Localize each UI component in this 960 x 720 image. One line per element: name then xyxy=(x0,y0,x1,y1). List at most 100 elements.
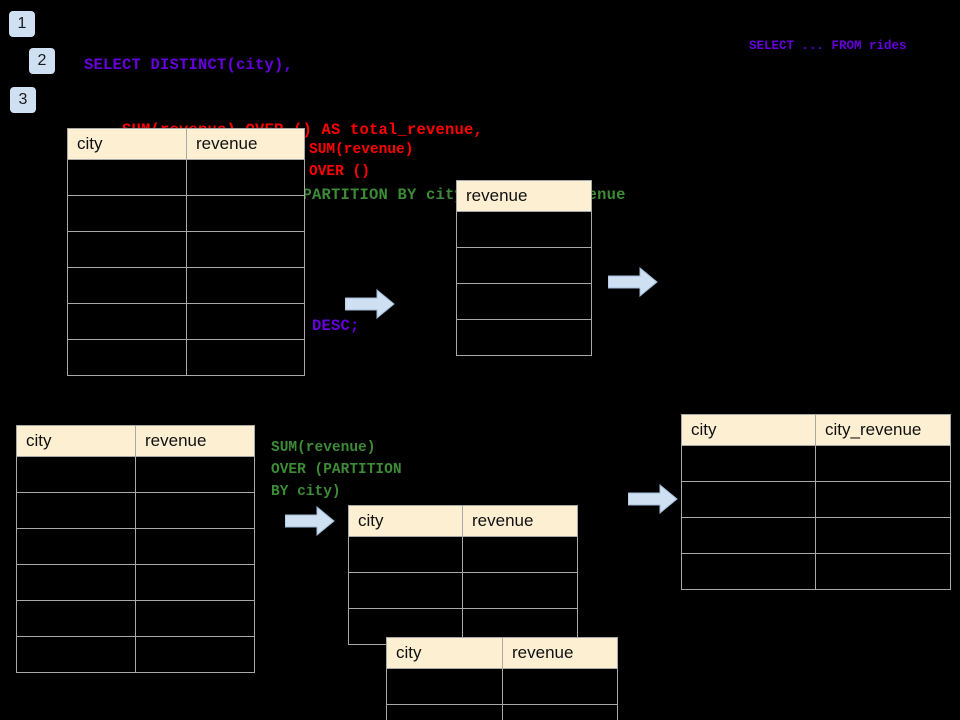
column-header-city: city xyxy=(67,128,187,160)
table-cell xyxy=(386,668,503,705)
column-header-city: city xyxy=(16,425,136,457)
table-partition-group-a: city revenue xyxy=(348,505,578,645)
step-badge-1: 1 xyxy=(9,11,35,37)
table-row xyxy=(16,564,255,601)
table-cell xyxy=(456,211,592,248)
table-row xyxy=(16,636,255,673)
table-cell xyxy=(16,492,136,529)
table-cell xyxy=(502,668,618,705)
table-cell xyxy=(135,564,255,601)
table-row xyxy=(681,445,951,482)
table-row xyxy=(386,704,618,720)
table-cell xyxy=(16,636,136,673)
table-header-row: city revenue xyxy=(386,637,618,669)
table-cell xyxy=(456,283,592,320)
table-cell xyxy=(67,231,187,268)
table-cell xyxy=(186,303,305,340)
arrow-partition-to-result-icon xyxy=(628,484,678,514)
sql-side-note: SELECT ... FROM rides xyxy=(749,39,907,53)
step-badge-1-label: 1 xyxy=(17,15,27,32)
table-cell xyxy=(815,553,951,590)
table-row xyxy=(456,319,592,356)
table-cell xyxy=(16,528,136,565)
table-cell xyxy=(186,231,305,268)
table-cell xyxy=(135,636,255,673)
table-cell xyxy=(135,528,255,565)
table-cell xyxy=(348,572,463,609)
table-cell xyxy=(16,456,136,493)
table-cell xyxy=(135,492,255,529)
annotation-total-window: SUM(revenue) OVER () xyxy=(309,142,414,180)
table-body xyxy=(681,445,951,590)
table-row xyxy=(681,481,951,518)
table-cell xyxy=(16,600,136,637)
table-cell xyxy=(462,572,578,609)
table-cell xyxy=(815,445,951,482)
column-header-city-revenue: city_revenue xyxy=(815,414,951,446)
table-cell xyxy=(135,456,255,493)
step-badge-3-label: 3 xyxy=(18,91,28,108)
table-cell xyxy=(456,247,592,284)
table-row xyxy=(681,517,951,554)
column-header-revenue: revenue xyxy=(186,128,305,160)
table-row xyxy=(16,600,255,637)
table-body xyxy=(386,668,618,720)
table-body xyxy=(16,456,255,673)
step-badge-2: 2 xyxy=(29,48,55,74)
table-row xyxy=(67,267,305,304)
table-row xyxy=(348,536,578,573)
table-header-row: city city_revenue xyxy=(681,414,951,446)
table-row xyxy=(386,668,618,705)
table-cell xyxy=(67,339,187,376)
column-header-revenue: revenue xyxy=(456,180,592,212)
arrow-revenue-to-result-icon xyxy=(608,267,658,297)
table-row xyxy=(456,211,592,248)
table-cell xyxy=(681,517,816,554)
table-row xyxy=(16,456,255,493)
table-cell xyxy=(348,536,463,573)
table-header-row: city revenue xyxy=(16,425,255,457)
table-row xyxy=(67,159,305,196)
table-header-row: revenue xyxy=(456,180,592,212)
table-body xyxy=(348,536,578,645)
table-cell xyxy=(186,339,305,376)
table-row xyxy=(67,231,305,268)
table-cell xyxy=(681,553,816,590)
arrow-source-to-partition-icon xyxy=(285,506,335,536)
table-cell xyxy=(67,195,187,232)
table-row xyxy=(67,339,305,376)
table-cell xyxy=(462,536,578,573)
column-header-revenue: revenue xyxy=(135,425,255,457)
annotation-partition-window: SUM(revenue) OVER (PARTITION BY city) xyxy=(271,440,402,500)
column-header-city: city xyxy=(348,505,463,537)
arrow-source-to-revenue-icon xyxy=(345,289,395,319)
table-cell xyxy=(681,445,816,482)
table-row xyxy=(67,195,305,232)
table-row xyxy=(456,283,592,320)
table-cell xyxy=(186,267,305,304)
table-cell xyxy=(186,195,305,232)
column-header-revenue: revenue xyxy=(502,637,618,669)
table-cell xyxy=(186,159,305,196)
table-source-top: city revenue xyxy=(67,128,305,376)
table-cell xyxy=(815,481,951,518)
column-header-city: city xyxy=(386,637,503,669)
table-row xyxy=(348,572,578,609)
table-row xyxy=(456,247,592,284)
table-header-row: city revenue xyxy=(348,505,578,537)
table-cell xyxy=(16,564,136,601)
table-body xyxy=(456,211,592,356)
table-row xyxy=(16,528,255,565)
table-header-row: city revenue xyxy=(67,128,305,160)
table-row xyxy=(16,492,255,529)
table-cell xyxy=(67,159,187,196)
table-cell xyxy=(815,517,951,554)
table-partition-group-b: city revenue xyxy=(386,637,618,720)
table-cell xyxy=(502,704,618,720)
table-source-bottom: city revenue xyxy=(16,425,255,673)
sql-line-1: SELECT DISTINCT(city), xyxy=(84,55,294,74)
table-cell xyxy=(135,600,255,637)
table-cell xyxy=(386,704,503,720)
column-header-city: city xyxy=(681,414,816,446)
